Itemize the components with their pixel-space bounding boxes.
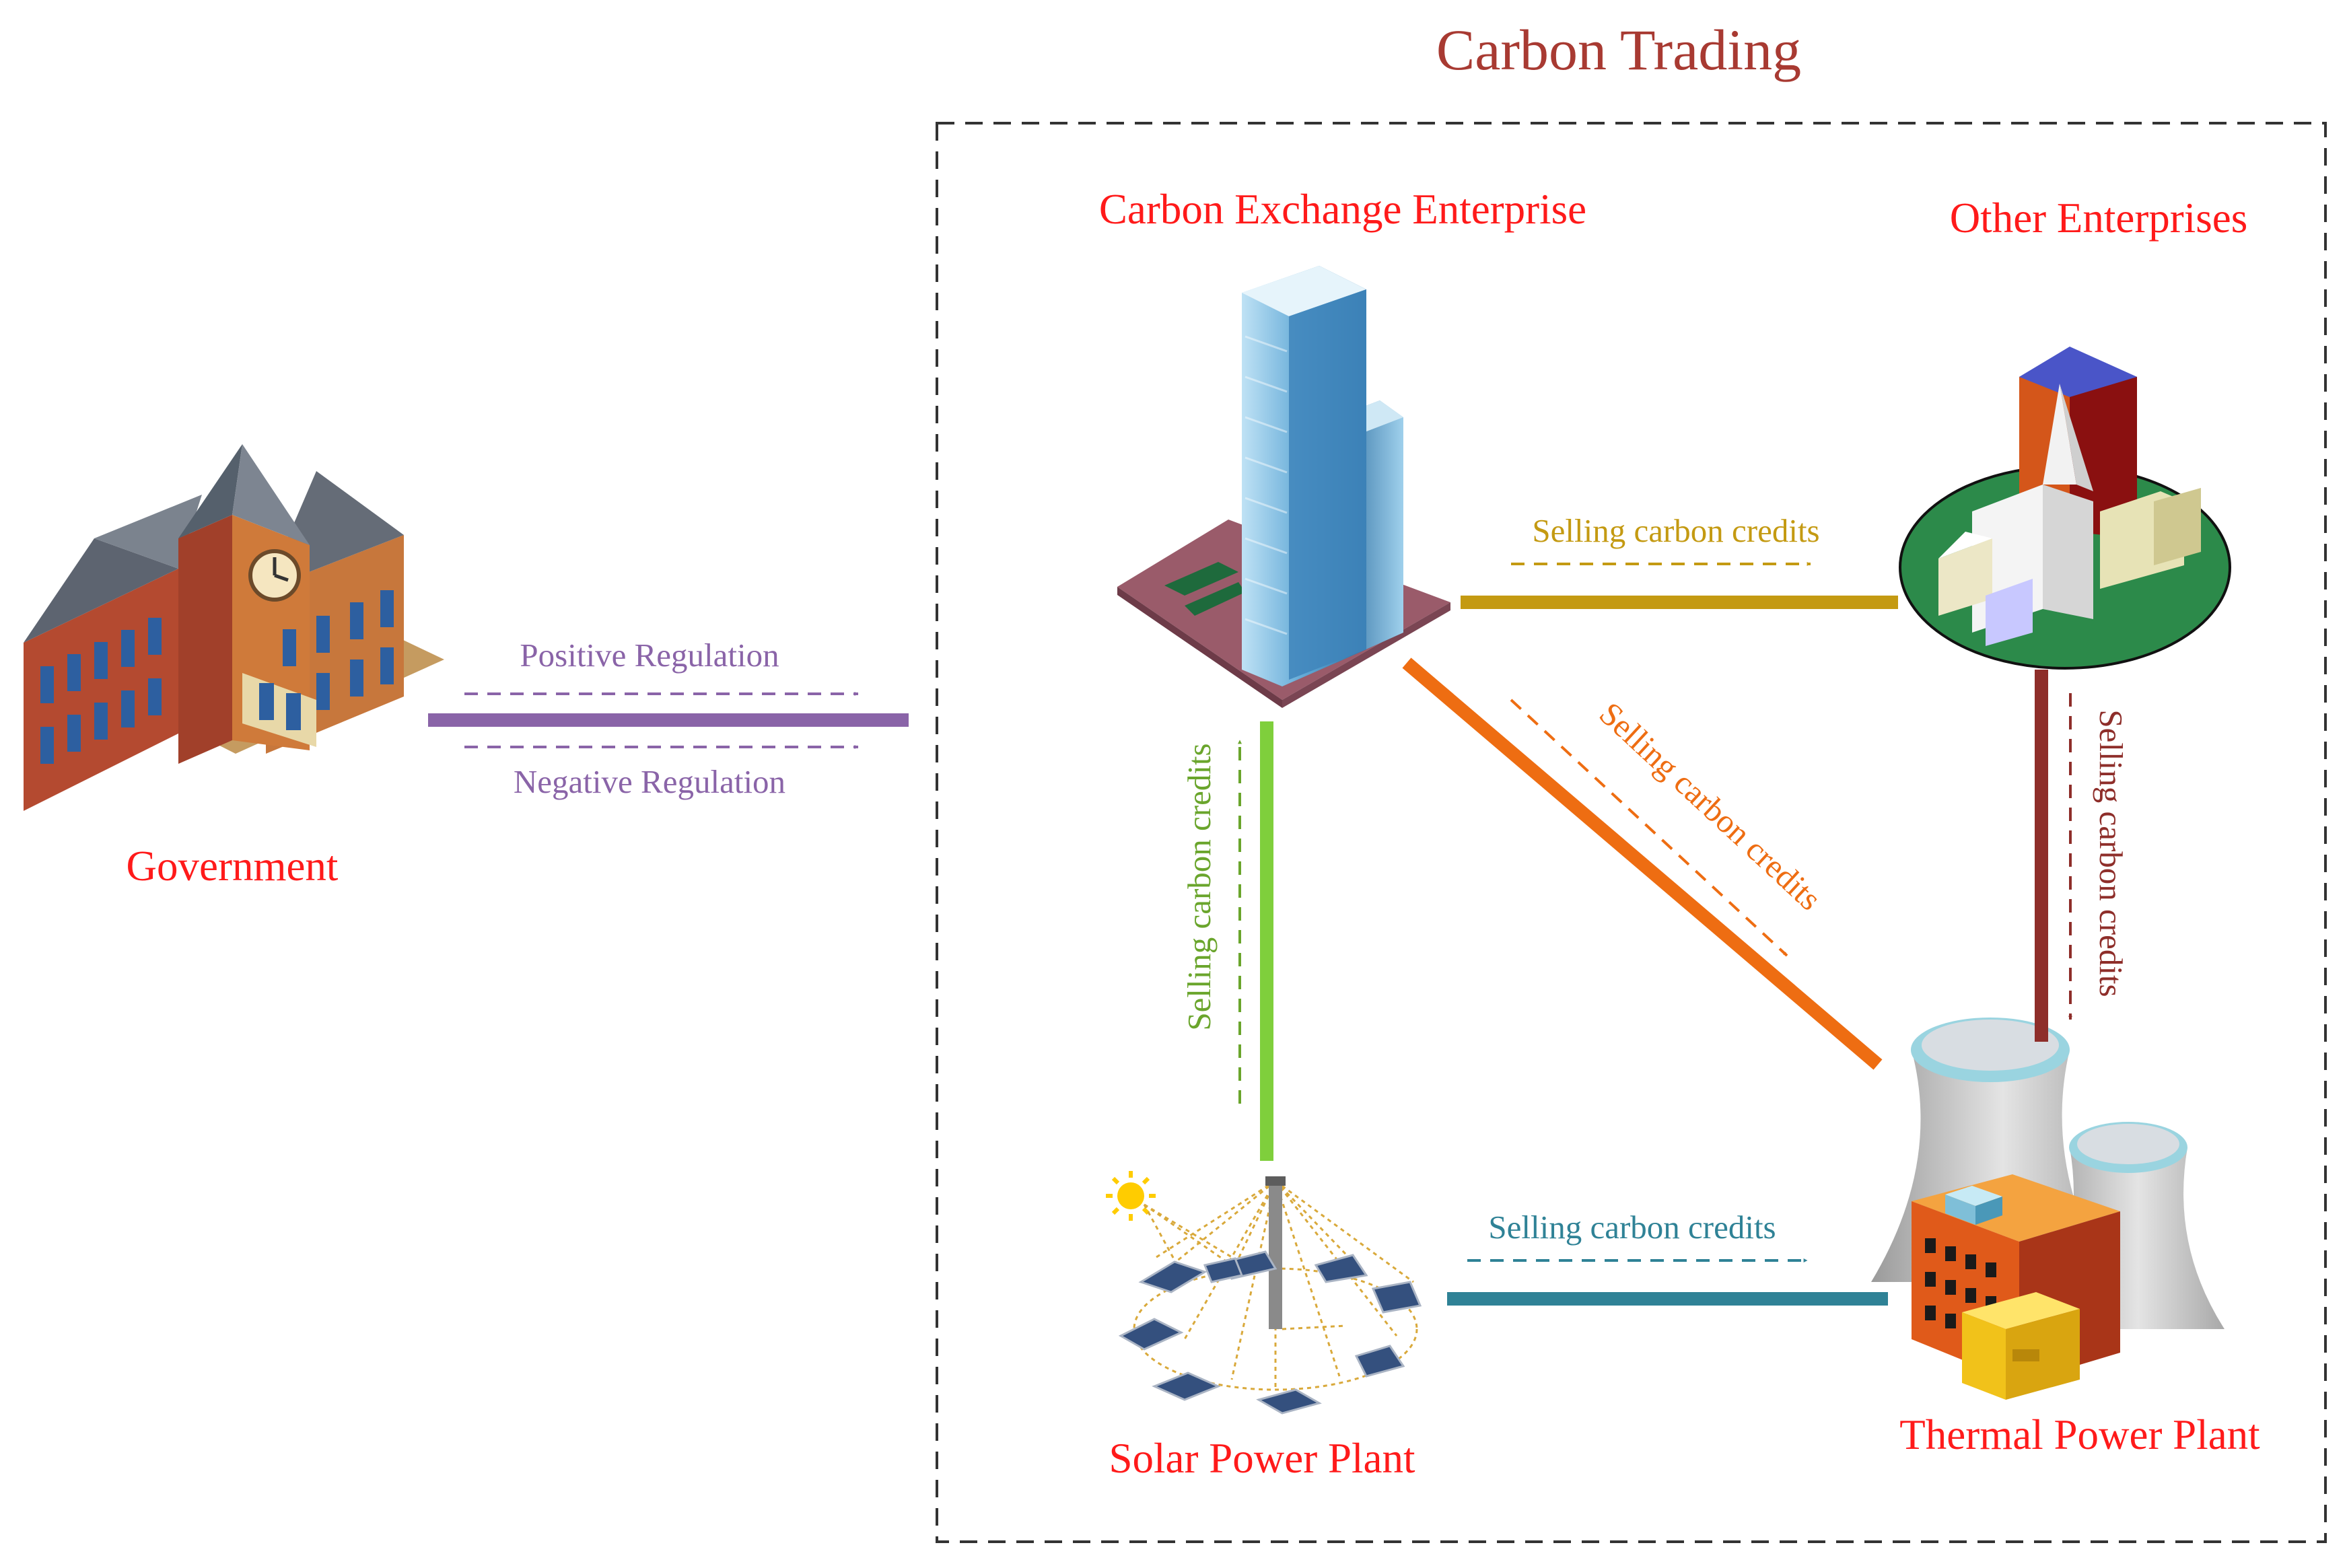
thermal-power-plant-label: Thermal Power Plant [1899,1411,2260,1458]
carbon-exchange-building-icon [1117,266,1450,708]
diagram-title: Carbon Trading [1436,17,1801,82]
other-enterprises-town-icon [1899,347,2231,670]
solar-to-thermal-label: Selling carbon credits [1488,1209,1776,1246]
exchange-to-other-label: Selling carbon credits [1532,512,1819,549]
solar-power-plant-label: Solar Power Plant [1109,1435,1415,1482]
negative-regulation-label: Negative Regulation [514,763,785,800]
exchange-to-thermal-label: Selling carbon credits [1592,695,1829,918]
exchange-to-other-flow: Selling carbon credits [1461,512,1898,609]
sun-icon [1106,1171,1156,1221]
carbon-trading-boundary [936,122,2327,1543]
other-enterprises-label: Other Enterprises [1950,194,2248,242]
government-building-icon [24,444,444,811]
other-to-thermal-flow: Selling carbon credits [2035,670,2130,1042]
solar-to-exchange-flow: Selling carbon credits [1181,721,1273,1161]
solar-to-thermal-flow: Selling carbon credits [1447,1209,1888,1306]
solar-to-exchange-label: Selling carbon credits [1181,743,1218,1030]
government-label: Government [127,843,339,890]
other-to-thermal-label: Selling carbon credits [2093,709,2130,997]
positive-regulation-label: Positive Regulation [520,637,779,674]
thermal-power-plant-icon [1871,1018,2225,1400]
carbon-exchange-label: Carbon Exchange Enterprise [1099,186,1586,233]
regulation-flow: Positive Regulation Negative Regulation [428,637,909,800]
exchange-to-thermal-flow: Selling carbon credits [1402,657,1883,1070]
solar-power-plant-icon [1106,1171,1422,1415]
